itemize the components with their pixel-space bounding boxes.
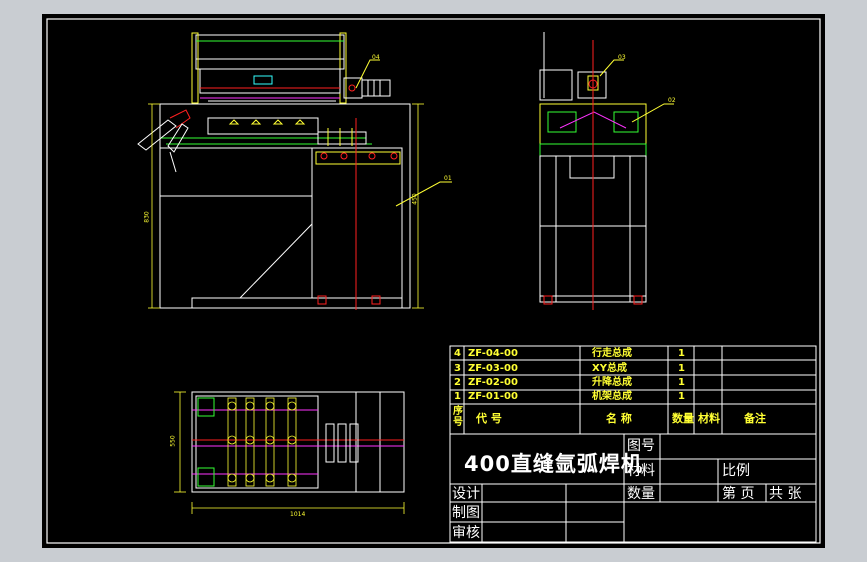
- quantity-label: 数量: [627, 486, 655, 502]
- bom-header-note: 备注: [744, 412, 766, 425]
- side-view: [539, 32, 674, 310]
- total-label: 共 张: [769, 486, 802, 502]
- bom-no: 1: [454, 391, 461, 402]
- bom-no: 3: [454, 363, 461, 374]
- top-view-clamps: [227, 397, 297, 487]
- drawing-no-label: 图号: [627, 438, 655, 454]
- bom-header-name: 名 称: [606, 412, 632, 425]
- sheet-label: 第 页: [722, 486, 755, 502]
- bom-header-code: 代 号: [476, 412, 502, 425]
- bom-qty: 1: [678, 348, 685, 359]
- material-label: 材料: [627, 463, 655, 479]
- bom-code: ZF-03-00: [468, 363, 518, 374]
- front-right-dim: 450: [411, 193, 419, 205]
- bom-name: 机架总成: [592, 391, 632, 402]
- bom-table: [449, 345, 817, 435]
- title-block: [449, 433, 817, 543]
- balloon-drive: 04: [372, 54, 380, 61]
- drawing-title: 400直缝氩弧焊机: [464, 452, 643, 476]
- scale-label: 比例: [722, 463, 750, 479]
- bom-name: 升降总成: [592, 377, 632, 388]
- bom-no: 4: [454, 348, 461, 359]
- front-view: [137, 32, 452, 310]
- bom-code: ZF-02-00: [468, 377, 518, 388]
- design-label: 设计: [452, 486, 480, 502]
- bom-code: ZF-04-00: [468, 348, 518, 359]
- bom-qty: 1: [678, 363, 685, 374]
- front-height-dim: 830: [143, 211, 151, 223]
- draw-label: 制图: [452, 505, 480, 521]
- top-view: [191, 391, 405, 493]
- review-label: 审核: [452, 525, 480, 541]
- top-width-dim: 1014: [290, 511, 306, 518]
- bom-header-qty: 数量: [672, 412, 694, 425]
- bom-header-material: 材料: [698, 412, 720, 425]
- front-dimensions: [148, 103, 424, 309]
- sheet-border: [46, 18, 821, 544]
- bom-no: 2: [454, 377, 461, 388]
- bom-name: XY总成: [592, 363, 627, 374]
- balloon-side-top: 03: [618, 54, 626, 61]
- bom-qty: 1: [678, 377, 685, 388]
- bom-header-seq: 序号: [453, 406, 463, 428]
- balloon-side-mid: 02: [668, 97, 676, 104]
- balloon-frame: 01: [444, 175, 452, 182]
- top-height-dim: 550: [169, 435, 177, 447]
- bom-qty: 1: [678, 391, 685, 402]
- bom-code: ZF-01-00: [468, 391, 518, 402]
- top-dimensions: [174, 391, 405, 514]
- bom-name: 行走总成: [592, 348, 632, 359]
